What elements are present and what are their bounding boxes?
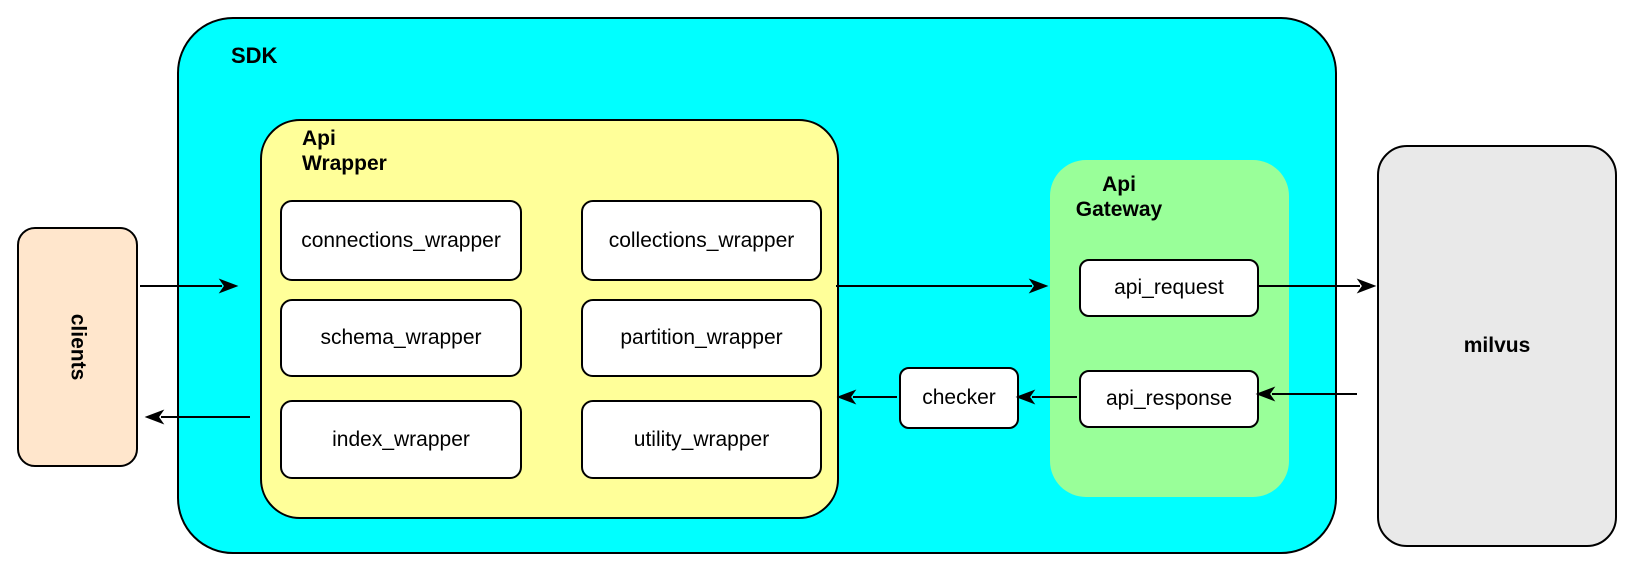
milvus-node: milvus (1377, 145, 1617, 547)
sdk-label: SDK (231, 43, 278, 68)
index-wrapper-node: index_wrapper (280, 400, 522, 479)
api-wrapper-container: Api Wrapper connections_wrapper collecti… (260, 119, 839, 519)
clients-node: clients (17, 227, 138, 467)
clients-label: clients (66, 313, 90, 381)
schema-wrapper-node: schema_wrapper (280, 299, 522, 377)
checker-node: checker (899, 367, 1019, 429)
utility-wrapper-node: utility_wrapper (581, 400, 822, 479)
api-response-node: api_response (1079, 370, 1259, 428)
api-request-node: api_request (1079, 259, 1259, 317)
connections-wrapper-node: connections_wrapper (280, 200, 522, 281)
api-gateway-label: Api Gateway (1075, 173, 1163, 221)
api-wrapper-label: Api Wrapper (302, 127, 387, 175)
partition-wrapper-node: partition_wrapper (581, 299, 822, 377)
api-gateway-container: Api Gateway api_request api_response (1050, 160, 1289, 497)
sdk-container: SDK Api Wrapper connections_wrapper coll… (177, 17, 1337, 554)
collections-wrapper-node: collections_wrapper (581, 200, 822, 281)
milvus-label: milvus (1463, 334, 1531, 357)
